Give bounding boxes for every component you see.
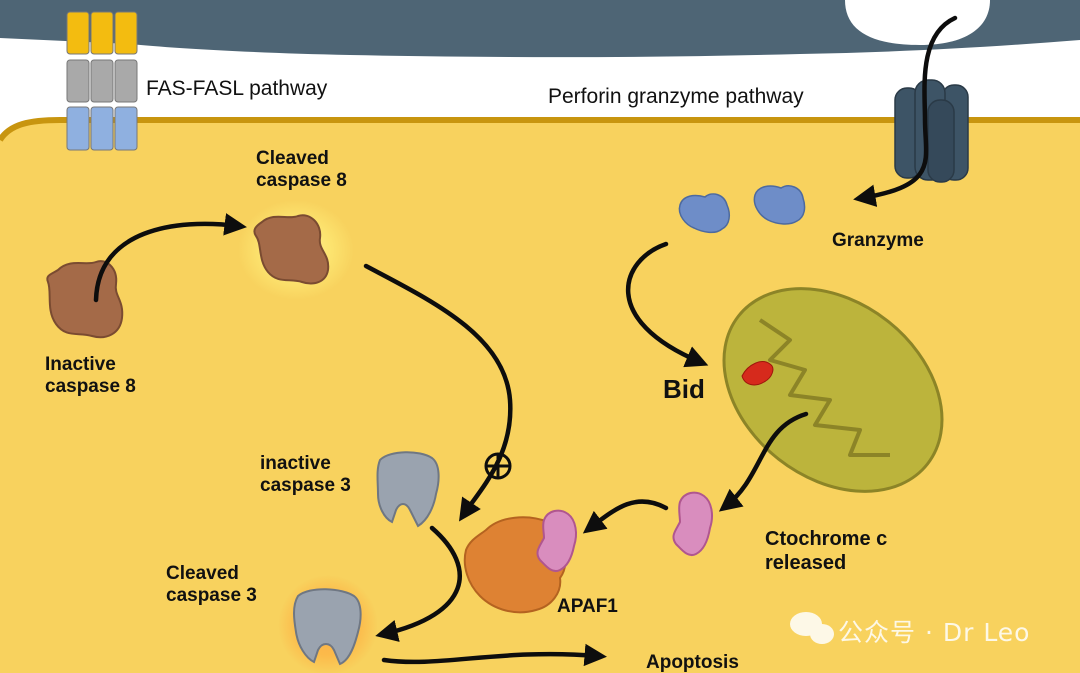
cleaved-caspase8-label-line2: caspase 8 [256,170,347,192]
arrow-granzyme-to-bid [625,241,709,368]
cell-membrane [0,117,1080,142]
fas-receptor-icon [66,11,138,151]
inactive-caspase3-label-line2: caspase 3 [260,475,351,497]
cleaved-caspase3-label: Cleaved caspase 3 [166,563,257,608]
cytochrome-c-label: Ctochrome c released [765,528,887,575]
arrow-to-apoptosis [381,643,607,667]
pathway-arrows [93,15,958,667]
inactive-caspase8-label: Inactive caspase 8 [45,354,136,399]
arrow-caspase8-to-caspase3 [363,263,513,522]
cleaved-caspase8-label: Cleaved caspase 8 [256,148,347,193]
extracellular-band [0,0,1080,58]
perforin-granzyme-pathway-label: Perforin granzyme pathway [548,85,804,108]
cytochrome-c-released-icon [672,491,713,556]
arrow-cytochrome-to-apaf1 [582,499,669,534]
inactive-caspase8-label-line2: caspase 8 [45,376,136,398]
inactive-caspase8-label-line1: Inactive [45,354,116,375]
cleaved-caspase8-label-line1: Cleaved [256,148,329,169]
granzyme-icon [678,185,806,234]
cleaved-caspase3-label-line1: Cleaved [166,563,239,584]
cytochrome-c-label-line1: Ctochrome c [765,528,888,550]
arrow-mito-to-cytochrome [718,411,809,512]
circled-plus-icon [484,452,512,480]
cytochrome-c-bound-icon [536,509,577,572]
arrow-caspase8-activation [93,213,247,303]
membrane-pore-bulge [845,0,990,45]
apaf1-label: APAF1 [557,596,618,617]
cleaved-caspase8-icon [253,214,330,285]
inactive-caspase3-icon [376,451,440,528]
cleaved-caspase3-label-line2: caspase 3 [166,585,257,607]
wechat-icon [790,612,834,644]
arrow-granzyme-entry [853,15,958,207]
inactive-caspase3-label-line1: inactive [260,453,331,474]
inactive-caspase8-icon [46,260,124,339]
mitochondrion-icon [722,287,944,493]
cleaved-caspase3-icon [293,588,362,666]
granzyme-label: Granzyme [832,230,924,251]
apoptosis-label: Apoptosis [646,652,739,673]
fas-fasl-pathway-label: FAS-FASL pathway [146,77,328,100]
bid-marker-icon [741,361,774,386]
arrow-caspase3-cleavage [375,525,462,642]
cytochrome-c-label-line2: released [765,551,847,574]
perforin-pore-icon [894,79,969,183]
watermark-text: 公众号 · Dr Leo [838,618,1031,647]
inactive-caspase3-label: inactive caspase 3 [260,453,351,498]
bid-label: Bid [663,374,705,404]
